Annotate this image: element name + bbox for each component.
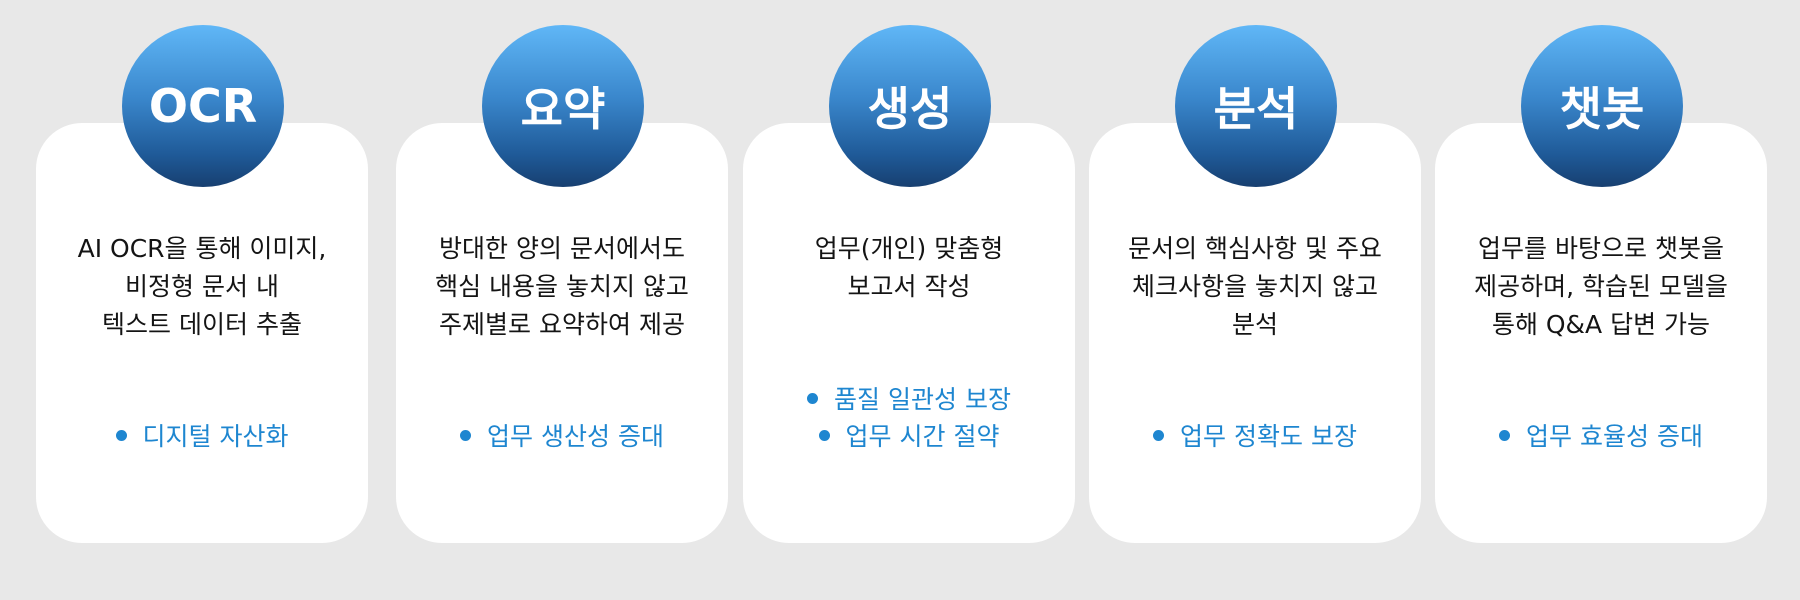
description-line: 보고서 작성 bbox=[847, 272, 971, 301]
benefit-label: 업무 시간 절약 bbox=[845, 422, 1000, 451]
card-description: 업무를 바탕으로 챗봇을 제공하며, 학습된 모델을 통해 Q&A 답변 가능 bbox=[1435, 230, 1767, 344]
description-line: 문서의 핵심사항 및 주요 bbox=[1128, 234, 1382, 263]
description-line: 핵심 내용을 놓치지 않고 bbox=[435, 272, 689, 301]
benefit-label: 업무 정확도 보장 bbox=[1180, 422, 1357, 451]
card-title: OCR bbox=[148, 79, 258, 133]
card-content: 문서의 핵심사항 및 주요 체크사항을 놓치지 않고 분석 업무 정확도 보장 bbox=[1089, 123, 1421, 543]
card-description: AI OCR을 통해 이미지, 비정형 문서 내 텍스트 데이터 추출 bbox=[36, 230, 368, 344]
benefit-list: 디지털 자산화 bbox=[36, 418, 368, 455]
description-line: AI OCR을 통해 이미지, bbox=[77, 234, 327, 263]
card-description: 방대한 양의 문서에서도 핵심 내용을 놓치지 않고 주제별로 요약하여 제공 bbox=[396, 230, 728, 344]
benefit-label: 디지털 자산화 bbox=[142, 422, 289, 451]
benefit-list: 업무 효율성 증대 bbox=[1435, 418, 1767, 455]
description-line: 텍스트 데이터 추출 bbox=[102, 310, 302, 339]
card-content: 업무(개인) 맞춤형 보고서 작성 품질 일관성 보장 업무 시간 절약 bbox=[743, 123, 1075, 543]
description-line: 주제별로 요약하여 제공 bbox=[439, 310, 685, 339]
card-ocr bbox=[36, 123, 368, 543]
bullet-icon bbox=[115, 429, 127, 441]
card-title-badge: OCR bbox=[122, 25, 284, 187]
card-title: 요약 bbox=[520, 82, 606, 136]
benefit-item: 업무 생산성 증대 bbox=[396, 418, 728, 455]
card-content: 방대한 양의 문서에서도 핵심 내용을 놓치지 않고 주제별로 요약하여 제공 … bbox=[396, 123, 728, 543]
card-chatbot bbox=[1435, 123, 1767, 543]
benefit-list: 업무 생산성 증대 bbox=[396, 418, 728, 455]
card-description: 업무(개인) 맞춤형 보고서 작성 bbox=[743, 230, 1075, 306]
benefit-item: 디지털 자산화 bbox=[36, 418, 368, 455]
description-line: 제공하며, 학습된 모델을 bbox=[1474, 272, 1728, 301]
description-line: 비정형 문서 내 bbox=[125, 272, 279, 301]
card-title: 챗봇 bbox=[1559, 82, 1645, 136]
card-generation bbox=[743, 123, 1075, 543]
card-title: 생성 bbox=[867, 82, 953, 136]
bullet-icon bbox=[460, 429, 472, 441]
bullet-icon bbox=[1153, 429, 1165, 441]
card-title-badge: 생성 bbox=[829, 25, 991, 187]
description-line: 방대한 양의 문서에서도 bbox=[439, 234, 685, 263]
card-content: AI OCR을 통해 이미지, 비정형 문서 내 텍스트 데이터 추출 디지털 … bbox=[36, 123, 368, 543]
description-line: 업무를 바탕으로 챗봇을 bbox=[1478, 234, 1724, 263]
benefit-item: 업무 시간 절약 bbox=[743, 418, 1075, 455]
card-title-badge: 요약 bbox=[482, 25, 644, 187]
description-line: 체크사항을 놓치지 않고 bbox=[1132, 272, 1378, 301]
benefit-item: 품질 일관성 보장 bbox=[743, 381, 1075, 418]
card-title-badge: 분석 bbox=[1175, 25, 1337, 187]
description-line: 통해 Q&A 답변 가능 bbox=[1491, 310, 1711, 339]
benefit-label: 업무 생산성 증대 bbox=[487, 422, 664, 451]
benefit-label: 업무 효율성 증대 bbox=[1526, 422, 1703, 451]
card-analysis bbox=[1089, 123, 1421, 543]
bullet-icon bbox=[818, 429, 830, 441]
benefit-item: 업무 효율성 증대 bbox=[1435, 418, 1767, 455]
bullet-icon bbox=[1499, 429, 1511, 441]
bullet-icon bbox=[807, 392, 819, 404]
benefit-list: 품질 일관성 보장 업무 시간 절약 bbox=[743, 381, 1075, 455]
card-title: 분석 bbox=[1213, 82, 1299, 136]
card-description: 문서의 핵심사항 및 주요 체크사항을 놓치지 않고 분석 bbox=[1089, 230, 1421, 344]
benefit-item: 업무 정확도 보장 bbox=[1089, 418, 1421, 455]
card-summary bbox=[396, 123, 728, 543]
benefit-label: 품질 일관성 보장 bbox=[834, 385, 1011, 414]
description-line: 분석 bbox=[1231, 310, 1278, 339]
card-content: 업무를 바탕으로 챗봇을 제공하며, 학습된 모델을 통해 Q&A 답변 가능 … bbox=[1435, 123, 1767, 543]
card-title-badge: 챗봇 bbox=[1521, 25, 1683, 187]
benefit-list: 업무 정확도 보장 bbox=[1089, 418, 1421, 455]
description-line: 업무(개인) 맞춤형 bbox=[814, 234, 1004, 263]
